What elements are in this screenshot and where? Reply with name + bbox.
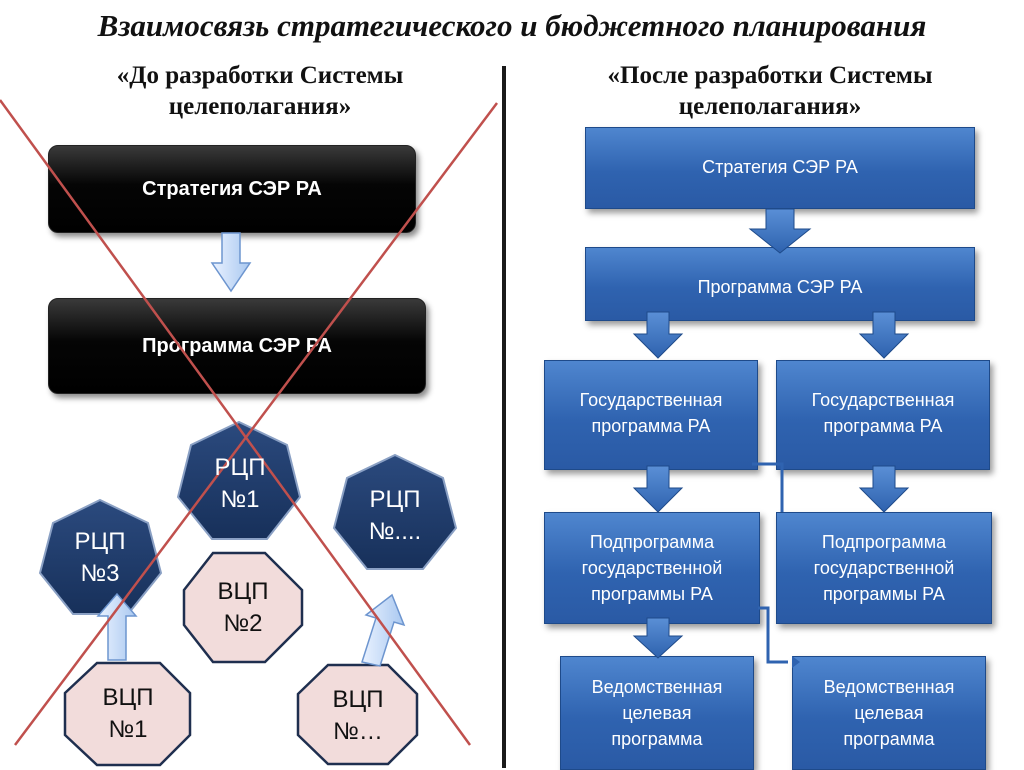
right-arrow-strategy-program: [748, 208, 812, 254]
dept-program-left-box: Ведомственная целевая программа: [560, 656, 754, 770]
right-program-label: Программа СЭР РА: [697, 277, 863, 297]
elbow-arrowhead: [792, 656, 800, 668]
rcp1-label: РЦП №1: [214, 454, 266, 513]
dept-program-left-label: Ведомственная целевая программа: [591, 677, 723, 749]
gov-program-right-label: Государственная программа РА: [811, 390, 955, 436]
column-divider: [502, 66, 506, 768]
vcp1-shape: [63, 661, 192, 767]
elbow-connector-gov: [752, 462, 784, 512]
page-title: Взаимосвязь стратегического и бюджетного…: [97, 8, 927, 43]
subprogram-left-box: Подпрограмма государственной программы Р…: [544, 512, 760, 624]
dept-program-right-label: Ведомственная целевая программа: [823, 677, 955, 749]
vcp2-shape: [182, 551, 304, 664]
right-heading: «После разработки Системы целеполагания»: [607, 62, 933, 120]
right-arrow-program-gov-left: [632, 311, 684, 359]
gov-program-left-box: Государственная программа РА: [544, 360, 758, 470]
rcp-etc-shape: [332, 453, 458, 570]
right-arrow-gov-sub-right: [858, 465, 910, 513]
subprogram-left-label: Подпрограмма государственной программы Р…: [581, 532, 723, 604]
cross-line-2: [14, 102, 498, 746]
left-down-arrow: [210, 232, 252, 293]
cross-line-1: [0, 99, 472, 746]
vcp2-label: ВЦП №2: [217, 578, 269, 637]
vcp-etc-shape: [296, 663, 419, 766]
rcp3-label: РЦП №3: [74, 528, 126, 587]
subprogram-right-box: Подпрограмма государственной программы Р…: [776, 512, 992, 624]
vcp-etc-label: ВЦП №…: [332, 686, 384, 745]
elbow-connector-sub-dept: [758, 606, 788, 664]
right-strategy-box: Стратегия СЭР РА: [585, 127, 975, 209]
left-strategy-label: Стратегия СЭР РА: [142, 177, 322, 200]
gov-program-left-label: Государственная программа РА: [579, 390, 723, 436]
vcp1-label: ВЦП №1: [102, 684, 154, 743]
left-up-arrow-1: [96, 592, 138, 661]
left-heading: «До разработки Системы целеполагания»: [116, 62, 404, 120]
left-strategy-box: Стратегия СЭР РА: [48, 145, 416, 233]
rcp1-shape: [176, 420, 302, 540]
right-strategy-label: Стратегия СЭР РА: [702, 157, 858, 177]
rcp-etc-label: РЦП №....: [368, 486, 422, 545]
left-program-label: Программа СЭР РА: [142, 334, 332, 357]
right-arrow-program-gov-right: [858, 311, 910, 359]
left-program-box: Программа СЭР РА: [48, 298, 426, 394]
subprogram-right-label: Подпрограмма государственной программы Р…: [813, 532, 955, 604]
dept-program-right-box: Ведомственная целевая программа: [792, 656, 986, 770]
gov-program-right-box: Государственная программа РА: [776, 360, 990, 470]
right-arrow-sub-dept-left: [632, 617, 684, 659]
right-program-box: Программа СЭР РА: [585, 247, 975, 321]
right-arrow-gov-sub-left: [632, 465, 684, 513]
